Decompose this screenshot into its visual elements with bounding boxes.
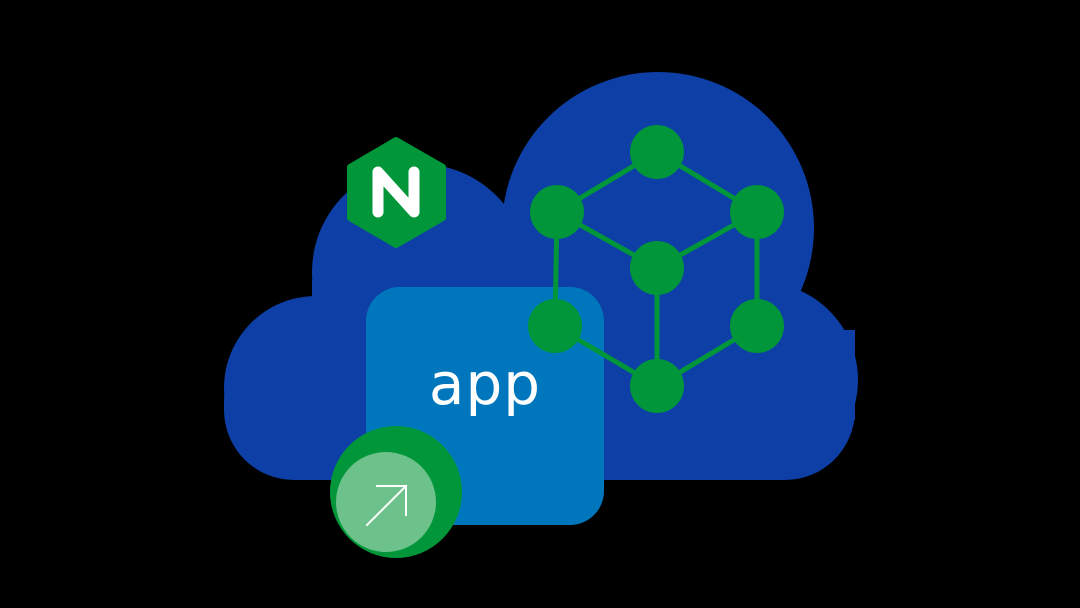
graph-node [630, 359, 684, 413]
arrow-up-right-icon [365, 484, 408, 527]
arrow-badge [330, 426, 462, 558]
nginx-hexagon-logo-icon [347, 137, 446, 248]
graph-node [630, 125, 684, 179]
graph-node [528, 299, 582, 353]
app-label: app [428, 350, 542, 418]
graph-nodes [528, 125, 784, 413]
graph-node [730, 185, 784, 239]
graph-node [630, 241, 684, 295]
graph-node [730, 299, 784, 353]
graph-node [530, 185, 584, 239]
